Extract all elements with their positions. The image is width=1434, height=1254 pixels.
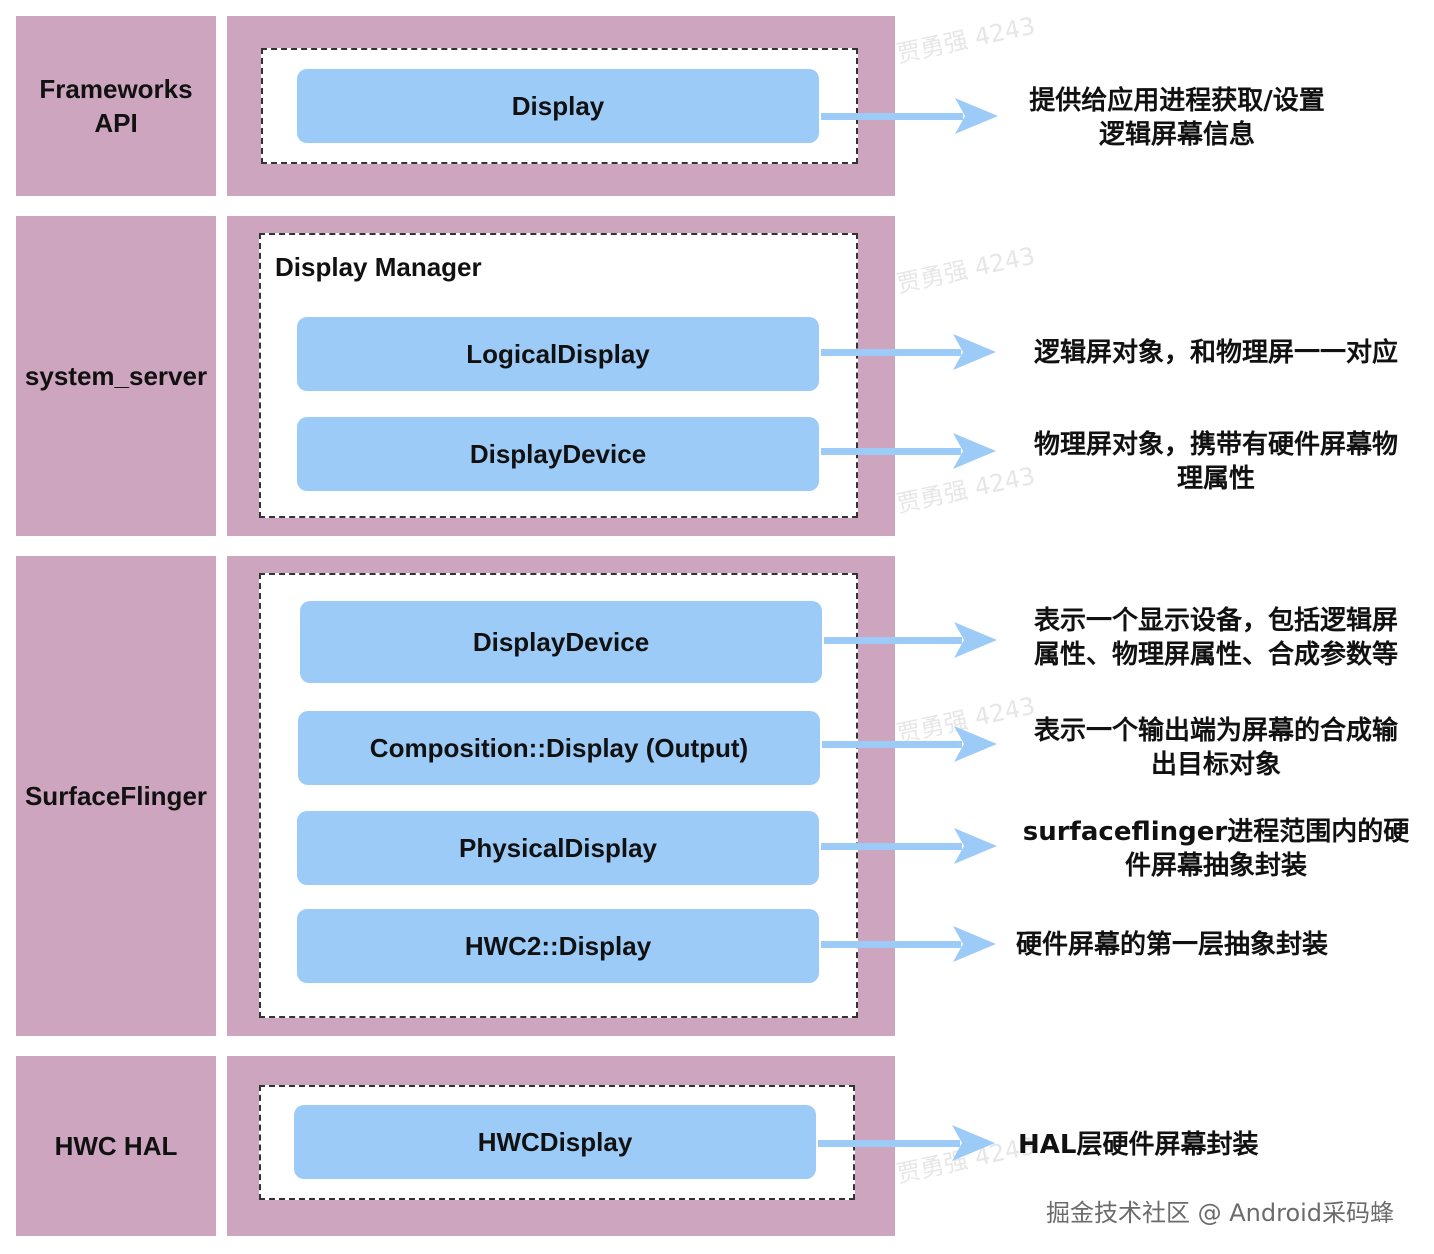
description-display: 提供给应用进程获取/设置 逻辑屏幕信息 <box>1010 84 1344 152</box>
component-physical-display: PhysicalDisplay <box>297 811 819 885</box>
layer-label-line: HWC HAL <box>54 1131 178 1161</box>
layer-label-system-server: system_server <box>16 216 216 536</box>
layer-label-line: system_server <box>24 361 208 391</box>
description-display-device-system-server: 物理屏对象，携带有硬件屏幕物 理属性 <box>1016 428 1416 496</box>
description-line: 硬件屏幕的第一层抽象封装 <box>1016 930 1329 960</box>
component-hwc2-display: HWC2::Display <box>297 909 819 983</box>
description-logical-display: 逻辑屏对象，和物理屏一一对应 <box>1016 336 1416 370</box>
component-display-device-system-server: DisplayDevice <box>297 417 819 491</box>
description-display-device-surfaceflinger: 表示一个显示设备，包括逻辑屏 属性、物理屏属性、合成参数等 <box>1016 604 1416 672</box>
description-line: 逻辑屏幕信息 <box>1098 120 1255 150</box>
description-hwc2-display: 硬件屏幕的第一层抽象封装 <box>1016 928 1328 962</box>
display-manager-title: Display Manager <box>275 252 482 282</box>
watermark: 贾勇强 4243 <box>894 11 1038 69</box>
watermark: 贾勇强 4243 <box>894 1131 1038 1189</box>
description-line: 表示一个输出端为屏幕的合成输 <box>1033 716 1398 746</box>
description-composition-display: 表示一个输出端为屏幕的合成输 出目标对象 <box>1016 714 1416 782</box>
layer-label-surfaceflinger: SurfaceFlinger <box>16 556 216 1036</box>
watermark: 贾勇强 4243 <box>894 241 1038 299</box>
description-line: 出目标对象 <box>1150 750 1281 780</box>
description-line: 属性、物理屏属性、合成参数等 <box>1033 640 1398 670</box>
component-composition-display: Composition::Display (Output) <box>298 711 820 785</box>
credit-text: 掘金技术社区 @ Android采码蜂 <box>1046 1199 1395 1227</box>
component-hwc-display: HWCDisplay <box>294 1105 816 1179</box>
layer-label-line: SurfaceFlinger <box>24 781 208 811</box>
description-line: 表示一个显示设备，包括逻辑屏 <box>1033 606 1398 636</box>
description-physical-display: surfaceflinger进程范围内的硬 件屏幕抽象封装 <box>1016 815 1416 883</box>
description-line: HAL层硬件屏幕封装 <box>1018 1130 1259 1160</box>
component-logical-display: LogicalDisplay <box>297 317 819 391</box>
layer-label-hwc-hal: HWC HAL <box>16 1056 216 1236</box>
layer-label-line: API <box>94 108 138 138</box>
description-line: 件屏幕抽象封装 <box>1124 851 1307 881</box>
component-display-device-surfaceflinger: DisplayDevice <box>300 601 822 683</box>
description-line: surfaceflinger进程范围内的硬 <box>1022 817 1410 847</box>
layer-label-line: Frameworks <box>39 74 193 104</box>
description-line: 物理屏对象，携带有硬件屏幕物 <box>1033 430 1398 460</box>
description-line: 逻辑屏对象，和物理屏一一对应 <box>1033 338 1398 368</box>
description-line: 理属性 <box>1176 464 1255 494</box>
description-hwc-display: HAL层硬件屏幕封装 <box>1018 1128 1258 1162</box>
description-line: 提供给应用进程获取/设置 <box>1029 86 1325 116</box>
component-display: Display <box>297 69 819 143</box>
